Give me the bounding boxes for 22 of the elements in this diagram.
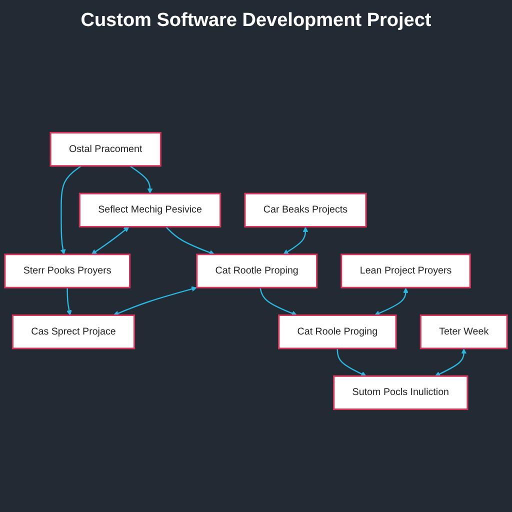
node-box: Sterr Pooks Proyers [4,254,131,288]
diagram-title: Custom Software Development Project [80,10,432,32]
arrow [91,226,130,255]
node-box: Teter Week [420,314,508,350]
arrow [165,226,215,256]
arrow [434,348,467,376]
node-box: Lean Project Proyers [340,254,471,288]
node-box: Seflect Mechig Pesivice [78,192,222,228]
arrow [336,348,366,376]
arrow [129,165,153,194]
node-box: Cat Roole Proging [278,314,397,350]
node-box: Cas Sprect Projace [12,314,136,350]
node-box: Ostal Pracoment [50,132,162,167]
arrow [113,286,197,316]
node-box: Sutom Pocls Inuliction [333,375,468,410]
arrow [60,165,82,255]
arrow [260,287,298,316]
arrow [374,288,408,316]
node-box: Car Beaks Projects [244,192,367,228]
arrow [66,288,72,316]
arrow [283,226,308,255]
node-box: Cat Rootle Proping [196,254,318,288]
